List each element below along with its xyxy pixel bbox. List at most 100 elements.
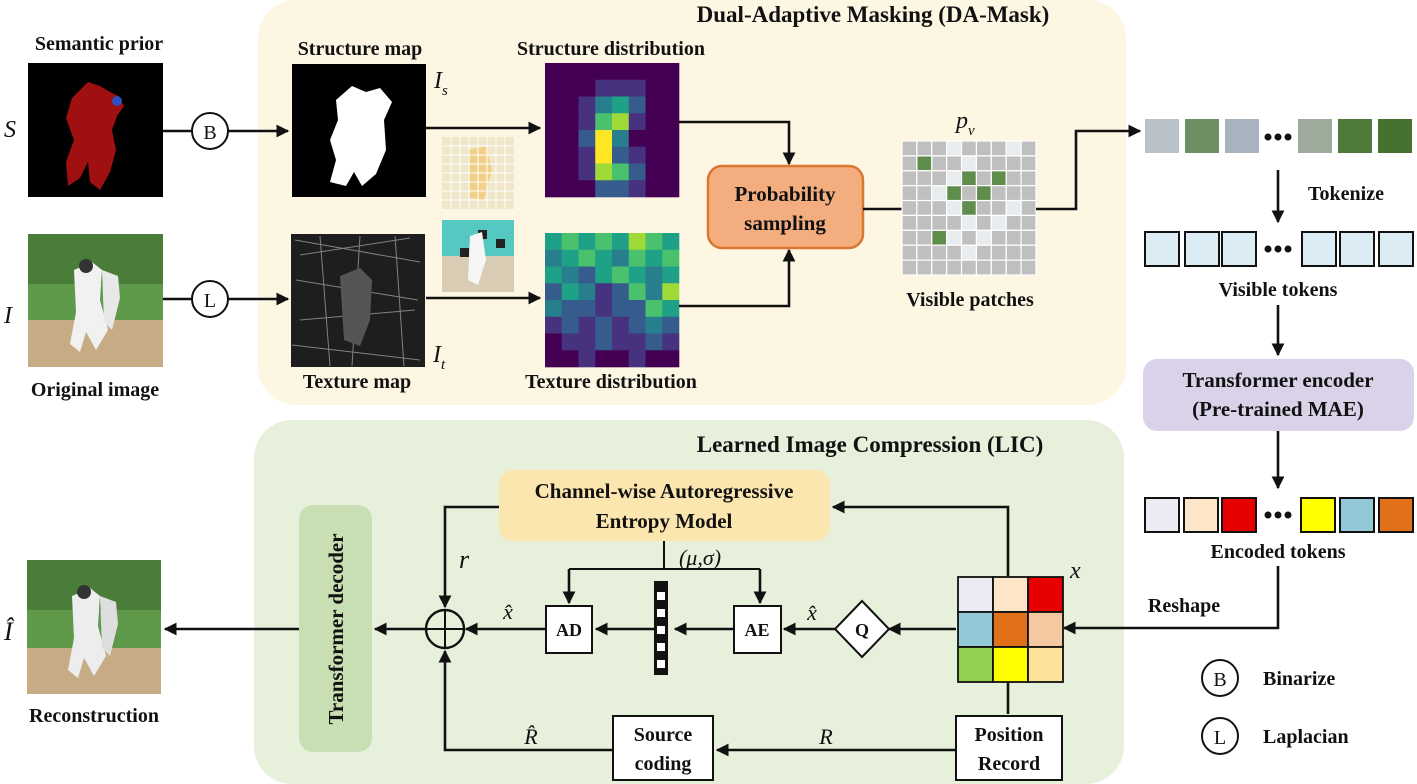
Ihat-symbol: Î	[3, 617, 15, 646]
heatmap-cell	[595, 63, 613, 81]
heatmap-cell	[595, 79, 613, 97]
heatmap-cell	[645, 266, 663, 284]
heatmap-cell	[645, 146, 663, 164]
position-record-box: Position Record	[955, 715, 1063, 781]
heatmap-cell	[545, 249, 563, 267]
heatmap-cell	[561, 333, 579, 351]
visible-patches-label: Visible patches	[906, 289, 1034, 311]
svg-text:(Pre-trained MAE): (Pre-trained MAE)	[1192, 397, 1364, 421]
svg-text:Q: Q	[855, 620, 869, 640]
masked-patch	[960, 229, 978, 246]
heatmap-cell	[545, 316, 563, 334]
visible-tokens-label: Visible tokens	[1219, 279, 1338, 301]
quantizer-q: Q	[833, 599, 891, 659]
masked-patch	[1020, 155, 1037, 172]
masked-patch	[931, 155, 948, 172]
heatmap-cell	[578, 130, 596, 148]
visible-patch	[931, 185, 948, 202]
heatmap-cell	[595, 350, 613, 368]
encoded-token	[1221, 497, 1257, 533]
texture-map-image	[291, 234, 425, 367]
heatmap-cell	[612, 233, 630, 251]
heatmap-cell	[662, 300, 680, 318]
masked-patch	[1020, 259, 1037, 276]
heatmap-cell	[628, 266, 646, 284]
heatmap-cell	[545, 266, 563, 284]
Rhat-symbol: R̂	[523, 724, 538, 749]
masked-patch	[1005, 244, 1022, 261]
heatmap-cell	[595, 266, 613, 284]
visible-patch	[946, 170, 963, 187]
svg-text:Record: Record	[978, 753, 1040, 775]
encoded-token	[1144, 497, 1180, 533]
transformer-encoder-box: Transformer encoder (Pre-trained MAE)	[1143, 359, 1414, 431]
heatmap-cell	[628, 233, 646, 251]
heatmap-cell	[545, 233, 563, 251]
encoded-token	[1339, 497, 1375, 533]
heatmap-cell	[612, 96, 630, 114]
masked-patch	[1020, 199, 1037, 217]
heatmap-cell	[645, 249, 663, 267]
masked-patch	[990, 244, 1007, 261]
heatmap-cell	[662, 333, 680, 351]
heatmap-cell	[561, 79, 579, 97]
masked-patch	[975, 244, 992, 261]
heatmap-cell	[545, 79, 563, 97]
heatmap-cell	[561, 266, 579, 284]
masked-patch	[975, 214, 992, 231]
heatmap-cell	[561, 113, 579, 131]
heatmap-cell	[545, 63, 563, 81]
masked-patch	[916, 170, 933, 187]
heatmap-cell	[545, 146, 563, 164]
ellipsis-dots	[1264, 133, 1292, 141]
visible-patch	[990, 170, 1007, 187]
visible-patch	[975, 185, 992, 202]
r-symbol: r	[459, 545, 470, 574]
heatmap-cell	[578, 350, 596, 368]
masked-patch	[901, 244, 918, 261]
ae-box: AE	[733, 605, 782, 654]
heatmap-cell	[628, 63, 646, 81]
heatmap-cell	[545, 130, 563, 148]
visible-patch	[946, 199, 963, 217]
heatmap-cell	[645, 316, 663, 334]
visible-patch	[960, 199, 978, 217]
original-image	[28, 234, 163, 367]
masked-patch	[916, 140, 933, 157]
heatmap-cell	[628, 180, 646, 198]
masked-patch	[916, 199, 933, 217]
legend-binarize: B Binarize	[1201, 659, 1335, 697]
heatmap-cell	[662, 79, 680, 97]
masked-patch	[901, 214, 918, 231]
x-grid-cell	[1027, 646, 1064, 683]
visible-patch	[916, 155, 933, 172]
masked-patch	[990, 140, 1007, 157]
transformer-decoder-box: Transformer decoder	[299, 505, 372, 752]
masked-patch	[1020, 170, 1037, 187]
heatmap-cell	[561, 249, 579, 267]
heatmap-cell	[628, 130, 646, 148]
masked-patch	[1020, 214, 1037, 231]
visible-patch	[946, 185, 963, 202]
ellipsis-dots	[1264, 511, 1292, 519]
heatmap-cell	[578, 300, 596, 318]
heatmap-cell	[578, 249, 596, 267]
heatmap-cell	[578, 266, 596, 284]
heatmap-cell	[628, 113, 646, 131]
heatmap-cell	[561, 233, 579, 251]
visible-patch	[946, 140, 963, 157]
heatmap-cell	[561, 180, 579, 198]
heatmap-cell	[645, 180, 663, 198]
masked-patch	[990, 155, 1007, 172]
masked-patch	[1005, 170, 1022, 187]
visible-patch	[1005, 199, 1022, 217]
heatmap-cell	[662, 113, 680, 131]
heatmap-cell	[612, 300, 630, 318]
heatmap-cell	[545, 180, 563, 198]
da-mask-panel	[258, 0, 1126, 405]
masked-patch	[1020, 244, 1037, 261]
S-symbol: S	[4, 117, 16, 143]
visible-patch	[975, 229, 992, 246]
heatmap-cell	[595, 130, 613, 148]
svg-text:B: B	[203, 122, 216, 144]
